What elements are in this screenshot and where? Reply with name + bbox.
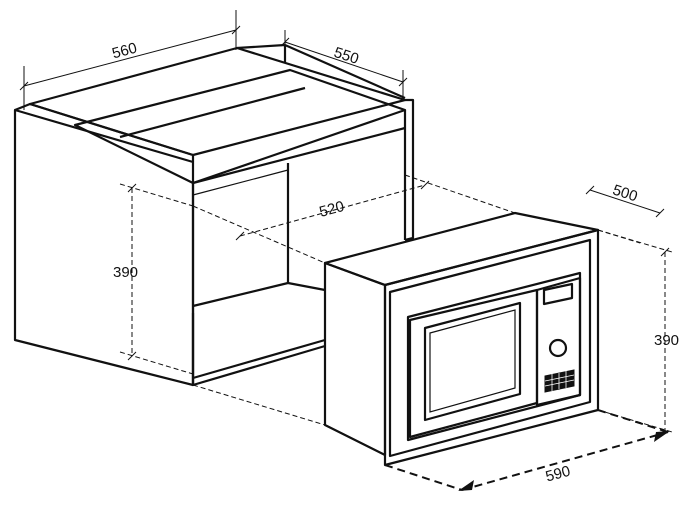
microwave-knob-icon bbox=[548, 338, 568, 358]
dim-590-arrow-right-icon bbox=[654, 431, 670, 442]
dim-550-tick-left bbox=[280, 37, 290, 47]
cabinet-bottom-front bbox=[191, 313, 326, 387]
dimension-lines bbox=[19, 10, 673, 491]
label-cabinet-depth: 550 bbox=[332, 44, 361, 68]
label-cabinet-width: 560 bbox=[110, 39, 139, 62]
cabinet-inner-top-edge bbox=[192, 126, 406, 185]
dim-390-right-ext-bottom bbox=[597, 409, 673, 433]
dim-520-ext-right bbox=[404, 174, 516, 214]
dim-520-tick-left bbox=[235, 231, 245, 241]
dim-projection-bottom bbox=[192, 384, 326, 426]
dim-560-tick-right bbox=[231, 25, 241, 35]
label-appliance-depth: 500 bbox=[610, 181, 639, 205]
dim-560-line bbox=[23, 29, 237, 87]
label-cabinet-height: 390 bbox=[113, 264, 138, 281]
microwave bbox=[323, 211, 600, 467]
cabinet-right-post bbox=[404, 98, 415, 242]
dim-projection-top bbox=[192, 205, 326, 264]
dim-500-tick-right bbox=[655, 208, 665, 218]
cabinet-top-back-edge bbox=[236, 43, 406, 100]
dim-390-left-ext-bottom bbox=[119, 351, 194, 375]
dim-500-tick-left bbox=[585, 185, 595, 195]
microwave-display bbox=[542, 282, 574, 306]
dim-390-right-tick-top bbox=[660, 247, 670, 257]
microwave-front-bezel bbox=[388, 238, 592, 458]
dim-390-left-tick-bottom bbox=[127, 351, 137, 361]
dim-560-tick-left bbox=[19, 81, 29, 91]
dim-590-line bbox=[461, 431, 669, 491]
cabinet-shelf-line bbox=[119, 86, 306, 139]
dim-590-arrow-left-icon bbox=[458, 480, 474, 491]
microwave-window-inner bbox=[429, 309, 516, 413]
cabinet-side-panel bbox=[13, 108, 195, 387]
label-opening-width: 520 bbox=[317, 198, 346, 221]
dim-390-left-tick-top bbox=[127, 183, 137, 193]
dim-390-left-ext-top bbox=[119, 183, 194, 207]
microwave-side-face bbox=[323, 261, 387, 457]
microwave-button-grid bbox=[544, 371, 575, 391]
label-appliance-height: 390 bbox=[654, 332, 679, 349]
cabinet-bottom-lip bbox=[192, 338, 326, 380]
label-frame-width: 590 bbox=[544, 463, 573, 486]
dim-390-right-ext-top bbox=[597, 229, 673, 253]
dim-590-ext-left bbox=[384, 464, 463, 491]
dim-500-line bbox=[589, 189, 661, 214]
dim-550-line bbox=[284, 41, 404, 83]
dimension-labels: 560 550 390 520 500 390 590 bbox=[110, 39, 679, 485]
cabinet bbox=[13, 43, 415, 387]
dim-500-ext-front bbox=[597, 229, 641, 244]
dim-520-tick-right bbox=[420, 180, 430, 190]
cabinet-bottom-panel bbox=[192, 281, 326, 308]
cabinet-top-shelf bbox=[73, 68, 407, 185]
microwave-control-panel bbox=[535, 276, 582, 407]
microwave-window-glass bbox=[423, 301, 522, 422]
cabinet-back-top-line bbox=[192, 169, 289, 196]
dim-550-tick-right bbox=[398, 77, 408, 87]
